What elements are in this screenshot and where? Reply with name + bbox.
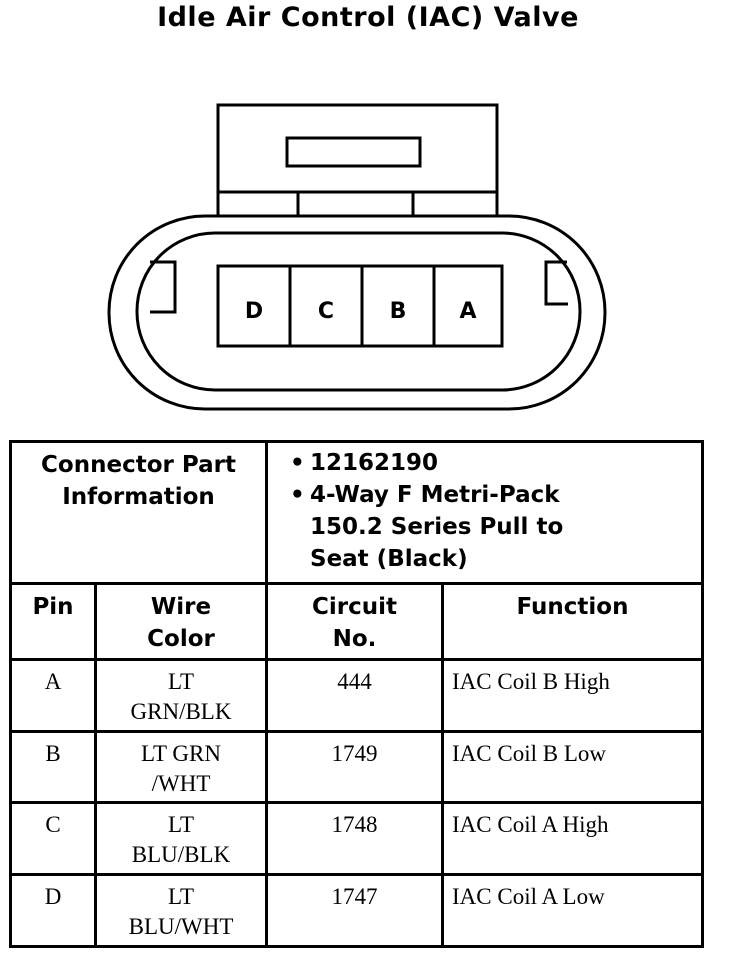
- part-description-line2: 150.2 Series Pull to: [310, 514, 564, 540]
- part-description-line1: 4-Way F Metri-Pack: [310, 482, 560, 508]
- part-info-list: 12162190 4-Way F Metri-Pack 150.2 Series…: [268, 443, 701, 575]
- key-right: [544, 260, 568, 306]
- latch-slot: [285, 136, 422, 168]
- wire-color-cell: LT GRN/BLK: [94, 658, 268, 733]
- header-row: Pin Wire Color Circuit No. Function: [9, 582, 704, 661]
- part-description: 4-Way F Metri-Pack 150.2 Series Pull to …: [290, 479, 701, 575]
- part-info-row: Connector Part Information 12162190 4-Wa…: [9, 440, 704, 585]
- part-info-label-line1: Connector Part: [41, 452, 236, 478]
- function-cell: IAC Coil A Low: [441, 873, 704, 948]
- header-wire-color: Wire Color: [94, 582, 268, 661]
- function-cell: IAC Coil A High: [441, 801, 704, 876]
- wire-color-line2: GRN/BLK: [130, 699, 232, 724]
- connector-info-table: Connector Part Information 12162190 4-Wa…: [9, 440, 704, 948]
- table-row: B LT GRN /WHT 1749 IAC Coil B Low: [9, 730, 704, 804]
- header-circuit-line1: Circuit: [312, 594, 397, 620]
- connector-diagram: D C B A: [107, 103, 607, 411]
- pin-label-d: D: [245, 299, 263, 324]
- wire-color-line2: BLU/BLK: [131, 842, 231, 867]
- part-info-label-line2: Information: [62, 484, 215, 510]
- pin-cavity-a: [432, 264, 504, 348]
- circuit-cell: 444: [265, 658, 444, 733]
- pin-cell: A: [9, 658, 97, 733]
- wire-color-cell: LT BLU/BLK: [94, 801, 268, 876]
- function-cell: IAC Coil B Low: [441, 730, 704, 804]
- part-description-line3: Seat (Black): [310, 546, 468, 572]
- circuit-cell: 1747: [265, 873, 444, 948]
- pin-cell: D: [9, 873, 97, 948]
- header-circuit: Circuit No.: [265, 582, 444, 661]
- table-row: D LT BLU/WHT 1747 IAC Coil A Low: [9, 873, 704, 948]
- part-info-details: 12162190 4-Way F Metri-Pack 150.2 Series…: [265, 440, 704, 585]
- part-info-label: Connector Part Information: [9, 440, 268, 585]
- pin-cavities: [216, 264, 504, 348]
- pin-label-a: A: [459, 299, 476, 324]
- wire-color-line1: LT GRN: [141, 741, 221, 766]
- wire-color-line2: BLU/WHT: [128, 914, 234, 939]
- pin-cell: C: [9, 801, 97, 876]
- wire-color-line1: LT: [168, 812, 194, 837]
- table-row: A LT GRN/BLK 444 IAC Coil B High: [9, 658, 704, 733]
- header-function: Function: [441, 582, 704, 661]
- part-number: 12162190: [290, 447, 701, 479]
- pin-label-c: C: [318, 299, 334, 324]
- wire-color-cell: LT GRN /WHT: [94, 730, 268, 804]
- pin-cell: B: [9, 730, 97, 804]
- key-left: [150, 260, 177, 314]
- wire-color-line2: /WHT: [151, 771, 211, 796]
- header-wire-color-line1: Wire: [150, 594, 212, 620]
- table-row: C LT BLU/BLK 1748 IAC Coil A High: [9, 801, 704, 876]
- function-cell: IAC Coil B High: [441, 658, 704, 733]
- header-wire-color-line2: Color: [147, 626, 215, 652]
- header-circuit-line2: No.: [332, 626, 377, 652]
- circuit-cell: 1748: [265, 801, 444, 876]
- wire-color-line1: LT: [168, 884, 194, 909]
- wire-color-line1: LT: [168, 669, 194, 694]
- wire-color-cell: LT BLU/WHT: [94, 873, 268, 948]
- circuit-cell: 1749: [265, 730, 444, 804]
- header-pin: Pin: [9, 582, 97, 661]
- pin-label-b: B: [390, 299, 407, 324]
- page-title: Idle Air Control (IAC) Valve: [157, 2, 579, 33]
